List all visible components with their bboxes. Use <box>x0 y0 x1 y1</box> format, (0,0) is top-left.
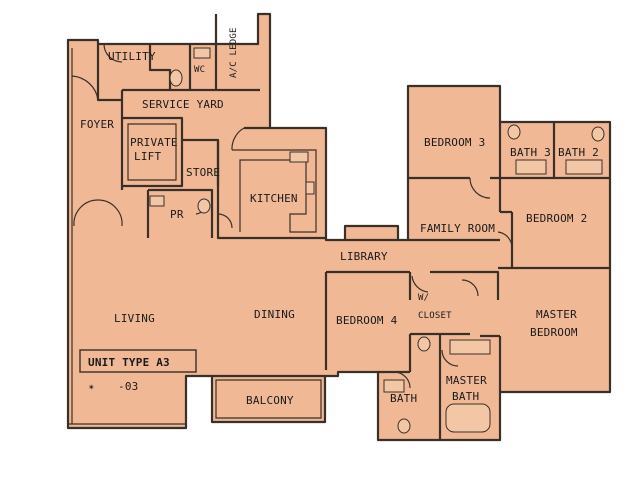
pr-toilet-icon <box>197 198 211 214</box>
label-library: LIBRARY <box>340 250 388 263</box>
fixtures <box>149 47 605 434</box>
wc-basin-icon <box>193 47 211 59</box>
floor-fill <box>68 14 610 440</box>
label-closet: CLOSET <box>418 311 452 321</box>
unit-marker-icon: ✴ <box>88 380 95 393</box>
label-kitchen: KITCHEN <box>250 192 298 205</box>
pr-basin-icon <box>149 195 165 207</box>
label-ac-ledge: A/C LEDGE <box>229 27 239 78</box>
label-master-bedroom-1: MASTER <box>536 308 577 321</box>
label-wc: WC <box>194 65 205 75</box>
label-wic: W/ <box>418 293 429 303</box>
label-family-room: FAMILY ROOM <box>420 222 495 235</box>
label-dining: DINING <box>254 308 295 321</box>
master-bath-toilet-icon <box>417 336 431 352</box>
bath-basin-icon <box>383 379 405 393</box>
unit-number: -03 <box>118 380 138 393</box>
label-master-bath-1: MASTER <box>446 374 487 387</box>
label-bath: BATH <box>390 392 417 405</box>
label-master-bath-2: BATH <box>452 390 479 403</box>
label-store: STORE <box>186 166 220 179</box>
unit-type-box: UNIT TYPE A3 ✴ -03 <box>79 349 197 393</box>
label-foyer: FOYER <box>80 118 114 131</box>
bath2-toilet-icon <box>591 126 605 142</box>
kitchen-sink-icon <box>289 151 309 163</box>
unit-type-label: UNIT TYPE A3 <box>88 356 170 369</box>
wc-toilet-icon <box>169 69 183 87</box>
label-balcony: BALCONY <box>246 394 294 407</box>
master-bath-basin-icon <box>449 339 491 355</box>
label-bedroom2: BEDROOM 2 <box>526 212 587 225</box>
label-bedroom4: BEDROOM 4 <box>336 314 398 327</box>
kitchen-hob-icon <box>305 181 315 195</box>
bath3-tub-icon <box>515 159 547 175</box>
bath-toilet-icon <box>397 418 411 434</box>
label-service-yard: SERVICE YARD <box>142 98 224 111</box>
bath2-tub-icon <box>565 159 603 175</box>
master-bath-tub-icon <box>445 403 491 433</box>
label-private-lift-1: PRIVATE <box>130 136 178 149</box>
label-bedroom3: BEDROOM 3 <box>424 136 485 149</box>
label-master-bedroom-2: BEDROOM <box>530 326 578 339</box>
room-labels: UTILITY WC A/C LEDGE FOYER SERVICE YARD … <box>80 27 599 407</box>
label-bath2: BATH 2 <box>558 146 599 159</box>
bath3-toilet-icon <box>507 124 521 140</box>
label-pr: PR <box>170 208 184 221</box>
label-bath3: BATH 3 <box>510 146 551 159</box>
label-private-lift-2: LIFT <box>134 150 161 163</box>
label-living: LIVING <box>114 312 155 325</box>
label-utility: UTILITY <box>108 50 156 63</box>
